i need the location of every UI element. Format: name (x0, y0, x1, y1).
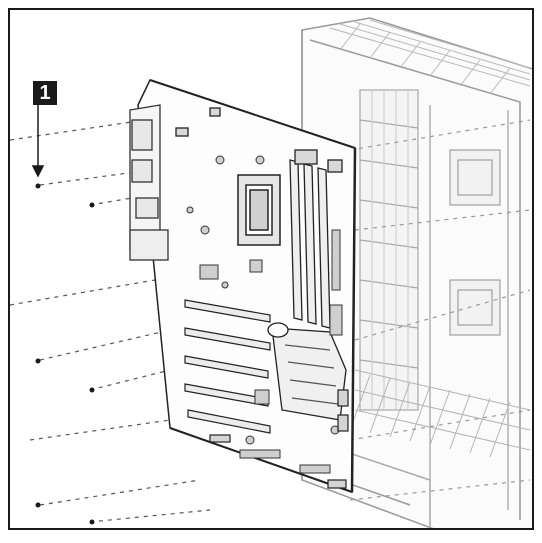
screws (35, 183, 95, 525)
expansion-slots (184, 299, 271, 434)
step-number-badge: 1 (33, 81, 57, 105)
top-vent-grid (329, 19, 531, 95)
board-components (186, 155, 343, 474)
screw-icon (89, 387, 95, 393)
memory-slots (289, 159, 331, 329)
edge-headers (209, 389, 349, 489)
alignment-guides (10, 119, 531, 523)
top-connectors (175, 107, 343, 173)
down-arrow-icon (31, 102, 45, 178)
side-panel-slots (429, 105, 509, 510)
cpu-socket (237, 174, 281, 246)
rear-io-panel (129, 104, 169, 261)
assembly-illustration (10, 17, 532, 528)
motherboard (129, 79, 357, 494)
computer-chassis (301, 17, 532, 528)
screw-icon (35, 183, 41, 189)
drive-bays (359, 89, 419, 411)
screw-icon (89, 519, 95, 525)
screw-icon (35, 502, 41, 508)
diagram-frame: 1 (8, 8, 534, 530)
screw-icon (35, 358, 41, 364)
screw-icon (89, 202, 95, 208)
